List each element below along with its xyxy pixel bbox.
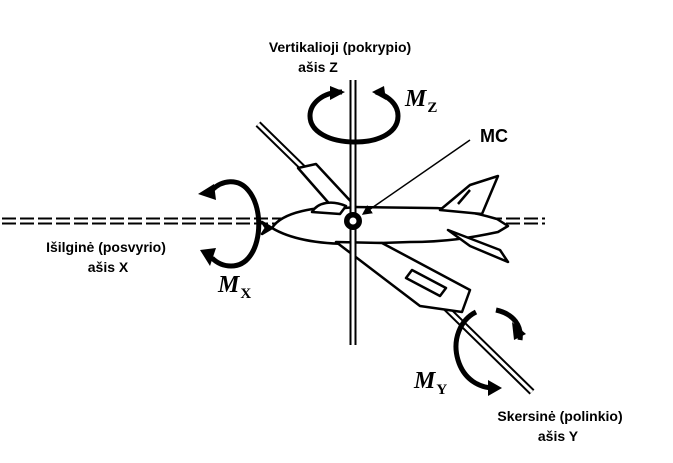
rotation-arrow-x	[198, 179, 262, 269]
moment-x-label: MX	[217, 272, 251, 302]
center-of-mass-label: MC	[480, 126, 508, 146]
moment-x-symbol: M	[217, 272, 241, 298]
vertical-axis-label-line2: ašis Z	[298, 59, 338, 75]
longitudinal-axis-label-line2: ašis X	[88, 259, 129, 275]
rotation-arrow-y	[453, 307, 526, 396]
moment-z-symbol: M	[404, 86, 428, 112]
lateral-axis-label-line2: ašis Y	[538, 428, 579, 444]
center-of-mass-marker	[344, 212, 362, 230]
moment-z-label: MZ	[404, 86, 437, 116]
longitudinal-axis-label-line1: Išilginė (posvyrio)	[46, 239, 166, 255]
moment-y-label: MY	[413, 368, 447, 398]
moment-z-subscript: Z	[427, 100, 437, 116]
airplane-illustration	[260, 162, 510, 314]
moment-y-subscript: Y	[436, 382, 447, 398]
moment-y-symbol: M	[413, 368, 437, 394]
rotation-arrow-z	[307, 86, 401, 145]
lateral-axis-label-line1: Skersinė (polinkio)	[497, 408, 622, 424]
vertical-axis-label-line1: Vertikalioji (pokrypio)	[269, 39, 411, 55]
mc-pointer	[361, 139, 471, 215]
moment-x-subscript: X	[240, 286, 251, 302]
